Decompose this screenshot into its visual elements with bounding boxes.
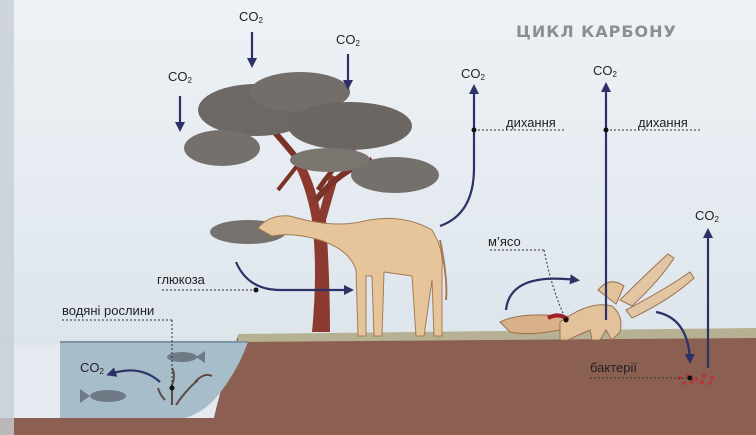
co2-label-giraffe: CO2 bbox=[461, 66, 485, 82]
meat-label: м’ясо bbox=[488, 234, 521, 249]
meat-arrow bbox=[504, 274, 580, 311]
giraffe bbox=[257, 215, 448, 337]
co2-label-top-2: CO2 bbox=[336, 32, 360, 48]
co2-label-water: CO2 bbox=[80, 360, 104, 376]
respiration-label-giraffe: дихання bbox=[506, 115, 556, 130]
decay-arrow bbox=[655, 310, 695, 364]
glucose-label: глюкоза bbox=[157, 272, 205, 287]
fish bbox=[80, 351, 205, 403]
ground bbox=[210, 330, 756, 435]
co2-label-lion: CO2 bbox=[593, 63, 617, 79]
water-plants-label: водяні рослини bbox=[62, 303, 155, 318]
respiration-label-lion: дихання bbox=[638, 115, 688, 130]
grass-strip bbox=[238, 328, 756, 342]
co2-label-top-1: CO2 bbox=[239, 9, 263, 25]
leader-dots bbox=[169, 127, 693, 391]
glucose-arrow bbox=[234, 261, 354, 295]
acacia-tree bbox=[184, 72, 439, 332]
leader-lines bbox=[62, 129, 700, 388]
bacteria-label: бактерії bbox=[590, 360, 637, 375]
co2-label-bacteria: CO2 bbox=[695, 208, 719, 224]
carbon-flow-arrows bbox=[106, 32, 713, 383]
co2-label-left: CO2 bbox=[168, 69, 192, 85]
water-co2-arrow bbox=[106, 367, 161, 383]
diagram-title: ЦИКЛ КАРБОНУ bbox=[516, 22, 677, 41]
giraffe-respiration-arrow bbox=[439, 84, 479, 228]
